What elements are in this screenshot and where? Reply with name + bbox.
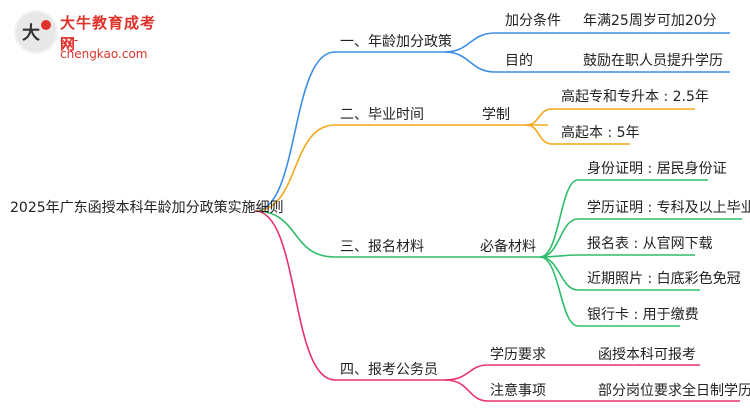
node-required-materials: 必备材料 xyxy=(480,239,536,255)
link-root-branch4 xyxy=(254,210,445,381)
node-material-5: 银行卡 : 用于缴费 xyxy=(587,307,699,323)
link-root-branch1 xyxy=(254,51,445,212)
node-study-system: 学制 xyxy=(482,107,510,123)
link-b1-purpose xyxy=(444,51,730,73)
node-material-2: 学历证明 : 专科及以上毕业证 xyxy=(587,200,750,216)
link-root-branch2 xyxy=(254,124,445,212)
logo-bull-icon: 大 xyxy=(14,10,58,54)
root-node: 2025年广东函授本科年龄加分政策实施细则 xyxy=(10,200,284,216)
branch-graduation-time: 二、毕业时间 xyxy=(340,107,424,123)
node-notes: 注意事项 xyxy=(490,383,546,399)
link-b3-item4 xyxy=(539,256,700,291)
node-notes-value: 部分岗位要求全日制学历 xyxy=(598,383,750,399)
node-duration-1: 高起专和专升本 : 2.5年 xyxy=(561,89,709,105)
link-b1-condition xyxy=(444,32,730,53)
link-b2-item2 xyxy=(525,124,630,145)
logo-url: gz-chengkao.com xyxy=(60,33,148,61)
node-education-requirement: 学历要求 xyxy=(490,347,546,363)
node-material-4: 近期照片 : 白底彩色免冠 xyxy=(587,271,741,287)
link-b3-item1 xyxy=(539,179,708,258)
link-b3-item5 xyxy=(539,256,680,327)
node-material-1: 身份证明 : 居民身份证 xyxy=(587,161,727,177)
node-duration-2: 高起本 : 5年 xyxy=(561,125,640,141)
node-education-requirement-value: 函授本科可报考 xyxy=(598,347,696,363)
node-bonus-condition-value: 年满25周岁可加20分 xyxy=(583,13,717,29)
logo-title: 大牛教育成考网 xyxy=(60,14,157,53)
link-root-branch3 xyxy=(254,210,445,258)
branch-age-policy: 一、年龄加分政策 xyxy=(340,34,452,50)
link-b2-item1 xyxy=(525,108,695,126)
node-bonus-condition: 加分条件 xyxy=(505,13,561,29)
site-logo[interactable]: 大 大牛教育成考网 gz-chengkao.com xyxy=(14,10,164,61)
node-material-3: 报名表 : 从官网下载 xyxy=(587,236,713,252)
link-b4-notes xyxy=(444,379,740,402)
link-b3-item2 xyxy=(539,218,742,258)
branch-application-materials: 三、报名材料 xyxy=(340,239,424,255)
link-b3-item3 xyxy=(539,254,695,258)
link-b4-requirement xyxy=(444,364,700,381)
branch-civil-service: 四、报考公务员 xyxy=(340,362,438,378)
node-purpose-value: 鼓励在职人员提升学历 xyxy=(583,53,723,69)
node-purpose: 目的 xyxy=(505,53,533,69)
